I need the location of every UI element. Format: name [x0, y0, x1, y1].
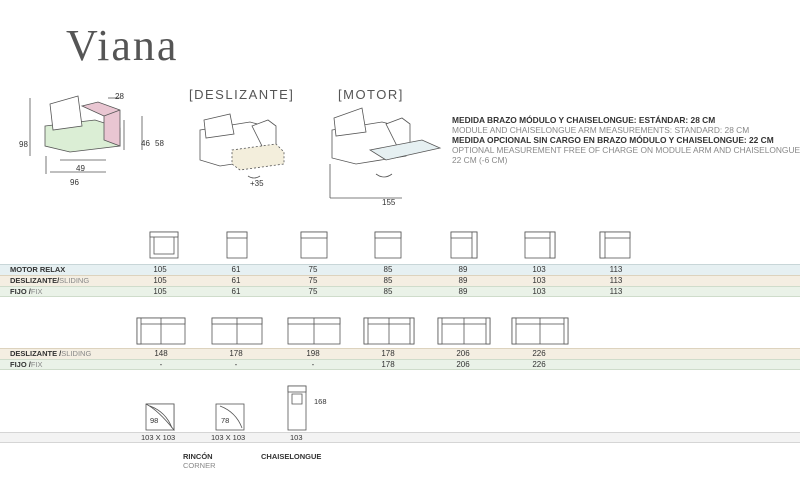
chaise-label: CHAISELONGUE	[261, 452, 322, 461]
table1-cell: 105	[153, 276, 167, 285]
table1-cell: 85	[383, 276, 393, 285]
arm-optional-es: MEDIDA OPCIONAL SIN CARGO EN BRAZO MÓDUL…	[452, 135, 774, 145]
depth-label: 96	[70, 178, 79, 187]
height-label: 98	[19, 140, 28, 149]
sliding-diagram	[199, 113, 285, 179]
table1-module-icons	[149, 231, 631, 259]
table1-row-band-1	[0, 264, 800, 275]
chaise-width: 103	[290, 433, 303, 442]
table2-cell: -	[311, 360, 315, 369]
arm-optional-en: OPTIONAL MEASUREMENT FREE OF CHARGE ON M…	[452, 145, 800, 155]
arm-standard-es: MEDIDA BRAZO MÓDULO Y CHAISELONGUE: ESTÁ…	[452, 115, 716, 125]
arm-standard-en: MODULE AND CHAISELONGUE ARM MEASUREMENTS…	[452, 125, 750, 135]
table2-cell: 226	[532, 349, 546, 358]
dimension-diagram	[29, 95, 143, 174]
variant-deslizante-label: [DESLIZANTE]	[189, 87, 295, 102]
rincon-sub: CORNER	[183, 461, 216, 470]
table1-cell: 105	[153, 287, 167, 296]
table1-cell: 85	[383, 265, 393, 274]
corner1-code: 98	[150, 416, 159, 425]
corner2-code: 78	[221, 416, 230, 425]
table1-cell: 113	[609, 276, 623, 285]
table2-row-band-2	[0, 359, 800, 370]
row-label-motor-relax: MOTOR RELAX	[10, 265, 66, 274]
motor-diagram	[329, 107, 442, 199]
table1-cell: 103	[532, 276, 546, 285]
variant-motor-label: [MOTOR]	[338, 87, 404, 102]
chaise-length: 168	[314, 397, 327, 406]
table1-row-band-3	[0, 286, 800, 297]
table1-row-band-2	[0, 275, 800, 286]
table2-cell: -	[159, 360, 163, 369]
corner-icons	[145, 385, 307, 432]
arm-optional-en-cont: 22 CM (-6 CM)	[452, 155, 508, 165]
table2-row-band-1	[0, 348, 800, 359]
table1-cell: 113	[609, 287, 623, 296]
table2-cell: 178	[381, 360, 395, 369]
table1-cell: 103	[532, 287, 546, 296]
seat-height-label: 46	[141, 139, 150, 148]
table2-cell: 198	[306, 349, 320, 358]
row-label-sliding: DESLIZANTE/SLIDING	[10, 276, 90, 285]
table1-cell: 103	[532, 265, 546, 274]
table2-cell: 206	[456, 360, 470, 369]
table2-cell: -	[234, 360, 238, 369]
table1-cell: 85	[383, 287, 393, 296]
table2-cell: 178	[229, 349, 243, 358]
row-label-fix-2: FIJO /FIX	[10, 360, 43, 369]
back-height-label: 58	[155, 139, 164, 148]
table2-cell: 178	[381, 349, 395, 358]
table1-cell: 75	[308, 265, 318, 274]
corner-row-band	[0, 432, 800, 443]
page-title: Viana	[66, 21, 179, 70]
motor-extension-label: 155	[382, 198, 396, 207]
arm-width-label: 28	[115, 92, 124, 101]
table2-cell: 206	[456, 349, 470, 358]
table1-cell: 75	[308, 276, 318, 285]
table1-cell: 105	[153, 265, 167, 274]
slide-extension-label: +35	[250, 179, 264, 188]
table1-cell: 61	[231, 276, 241, 285]
row-label-fix: FIJO /FIX	[10, 287, 43, 296]
table1-cell: 75	[308, 287, 318, 296]
table1-cell: 89	[458, 265, 468, 274]
seat-depth-label: 49	[76, 164, 85, 173]
row-label-sliding-2: DESLIZANTE /SLIDING	[10, 349, 92, 358]
arm-info-block: MEDIDA BRAZO MÓDULO Y CHAISELONGUE: ESTÁ…	[452, 115, 800, 165]
table1-cell: 89	[458, 287, 468, 296]
table1-cell: 61	[231, 287, 241, 296]
rincon-label: RINCÓN	[183, 452, 213, 461]
table1-cell: 61	[231, 265, 241, 274]
table1-cell: 89	[458, 276, 468, 285]
table2-module-icons	[136, 317, 569, 345]
table1-cell: 113	[609, 265, 623, 274]
table2-cell: 148	[154, 349, 168, 358]
corner2-size: 103 X 103	[211, 433, 246, 442]
table2-cell: 226	[532, 360, 546, 369]
corner1-size: 103 X 103	[141, 433, 176, 442]
